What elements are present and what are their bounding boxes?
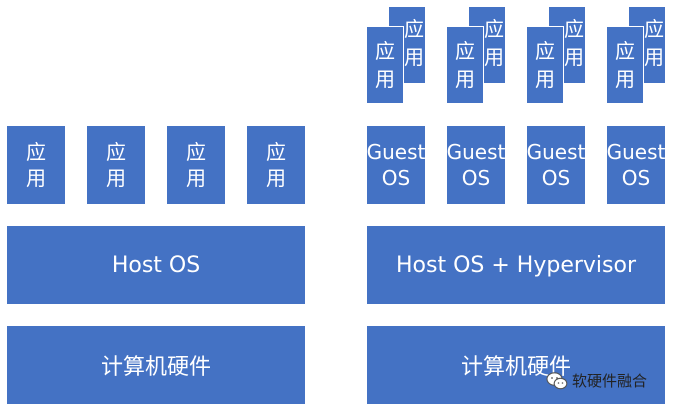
app-label-line1: 应 <box>455 39 475 63</box>
left-app-box-1: 应 用 <box>6 125 66 205</box>
app-label-line1: 应 <box>26 140 46 164</box>
app-label-line1: 应 <box>266 140 286 164</box>
wechat-icon <box>546 371 568 389</box>
guest-os-line2: OS <box>461 166 491 190</box>
left-host-os-box: Host OS <box>6 225 306 305</box>
watermark-text: 软硬件融合 <box>572 372 648 390</box>
guest-os-box-2: Guest OS <box>446 125 506 205</box>
guest-os-line1: Guest <box>606 140 666 164</box>
left-app-box-4: 应 用 <box>246 125 306 205</box>
vm-app-front-3: 应 用 <box>526 26 564 104</box>
app-label-line2: 用 <box>404 45 424 69</box>
right-hardware-box: 计算机硬件 <box>366 325 666 405</box>
guest-os-line1: Guest <box>526 140 586 164</box>
guest-os-box-3: Guest OS <box>526 125 586 205</box>
hardware-label: 计算机硬件 <box>100 355 211 380</box>
app-label-line2: 用 <box>455 67 475 91</box>
vm-app-front-4: 应 用 <box>606 26 644 104</box>
app-label-line1: 应 <box>186 140 206 164</box>
right-host-os-hypervisor-box: Host OS + Hypervisor <box>366 225 666 305</box>
guest-os-line2: OS <box>541 166 571 190</box>
app-label-line2: 用 <box>644 45 664 69</box>
app-label-line1: 应 <box>484 17 504 41</box>
app-label-line1: 应 <box>644 17 664 41</box>
host-os-label: Host OS <box>111 252 201 278</box>
watermark: 软硬件融合 <box>546 370 647 391</box>
left-app-box-2: 应 用 <box>86 125 146 205</box>
app-label-line2: 用 <box>564 45 584 69</box>
guest-os-line1: Guest <box>446 140 506 164</box>
guest-os-line2: OS <box>381 166 411 190</box>
app-label-line2: 用 <box>375 67 395 91</box>
app-label-line2: 用 <box>535 67 555 91</box>
vm-app-front-2: 应 用 <box>446 26 484 104</box>
app-label-line2: 用 <box>484 45 504 69</box>
app-label-line1: 应 <box>535 39 555 63</box>
app-label-line2: 用 <box>186 166 206 190</box>
app-label-line2: 用 <box>266 166 286 190</box>
app-label-line2: 用 <box>26 166 46 190</box>
app-label-line1: 应 <box>404 17 424 41</box>
guest-os-line2: OS <box>621 166 651 190</box>
app-label-line1: 应 <box>375 39 395 63</box>
guest-os-box-1: Guest OS <box>366 125 426 205</box>
app-label-line2: 用 <box>106 166 126 190</box>
vm-app-front-1: 应 用 <box>366 26 404 104</box>
app-label-line1: 应 <box>615 39 635 63</box>
guest-os-box-4: Guest OS <box>606 125 666 205</box>
guest-os-line1: Guest <box>366 140 426 164</box>
left-hardware-box: 计算机硬件 <box>6 325 306 405</box>
left-app-box-3: 应 用 <box>166 125 226 205</box>
host-os-hypervisor-label: Host OS + Hypervisor <box>396 252 636 278</box>
app-label-line2: 用 <box>615 67 635 91</box>
app-label-line1: 应 <box>564 17 584 41</box>
app-label-line1: 应 <box>106 140 126 164</box>
